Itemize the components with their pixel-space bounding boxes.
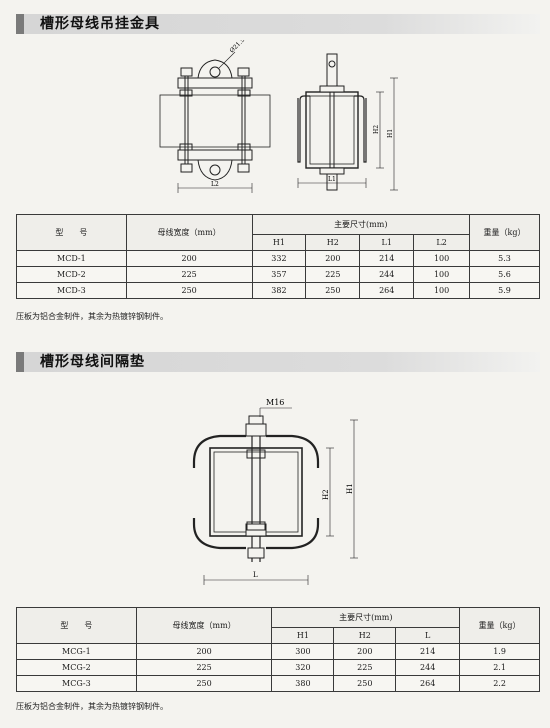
cell-weight: 5.3 <box>469 250 540 267</box>
cell-h1: 300 <box>271 643 335 660</box>
material-note: 压板为铝合金制件，其余为热镀锌钢制件。 <box>16 702 168 711</box>
hanger-drawing: Ø21.5 L2 L1 H2 H1 <box>159 40 398 193</box>
busbar-outline <box>159 94 271 148</box>
header-dims: 主要尺寸(mm) <box>271 607 461 628</box>
header-model: 型 号 <box>16 214 127 251</box>
section-marker <box>16 352 24 372</box>
cell-h1: 332 <box>251 250 307 267</box>
cell-l2: 100 <box>413 266 471 283</box>
cell-l: 244 <box>395 659 461 676</box>
cell-h2: 250 <box>333 675 397 692</box>
table-row: MCD-2 225 357 225 244 100 5.6 <box>16 266 540 283</box>
cell-h2: 250 <box>305 282 361 299</box>
cell-model: MCG-2 <box>16 659 137 676</box>
cell-h2: 200 <box>305 250 361 267</box>
header-weight: 重量（kg） <box>459 607 540 644</box>
material-note: 压板为铝合金制件，其余为热镀锌钢制件。 <box>16 312 168 321</box>
cell-h1: 380 <box>271 675 335 692</box>
cell-model: MCG-1 <box>16 643 137 660</box>
cell-model: MCD-3 <box>16 282 127 299</box>
cell-l: 264 <box>395 675 461 692</box>
cell-model: MCG-3 <box>16 675 137 692</box>
cell-weight: 5.9 <box>469 282 540 299</box>
cell-width: 200 <box>135 643 273 660</box>
cell-h1: 320 <box>271 659 335 676</box>
cell-weight: 5.6 <box>469 266 540 283</box>
cell-width: 250 <box>125 282 253 299</box>
section-header-hanger: 槽形母线吊挂金具 <box>16 14 540 34</box>
hanger-spec-table: 型 号 母线宽度（mm） 主要尺寸(mm) 重量（kg） H1 H2 L1 L2… <box>16 214 540 299</box>
cell-h2: 225 <box>333 659 397 676</box>
spacer-spec-table: 型 号 母线宽度（mm） 主要尺寸(mm) 重量（kg） H1 H2 L MCG… <box>16 607 540 692</box>
cell-l: 214 <box>395 643 461 660</box>
diameter-label: Ø21.5 <box>228 40 246 54</box>
header-l: L <box>395 627 461 644</box>
cell-width: 225 <box>135 659 273 676</box>
cell-l1: 244 <box>359 266 415 283</box>
cell-h2: 225 <box>305 266 361 283</box>
cell-weight: 2.2 <box>459 675 540 692</box>
header-model: 型 号 <box>16 607 137 644</box>
table-row: MCG-1 200 300 200 214 1.9 <box>16 643 540 660</box>
header-l1: L1 <box>359 234 415 251</box>
h1-label: H1 <box>387 129 394 138</box>
h1-label: H1 <box>346 483 354 494</box>
cell-model: MCD-2 <box>16 266 127 283</box>
section-marker <box>16 14 24 34</box>
cell-width: 200 <box>125 250 253 267</box>
cell-l1: 214 <box>359 250 415 267</box>
l-label: L <box>253 571 258 579</box>
h2-label: H2 <box>322 489 330 500</box>
section-title: 槽形母线吊挂金具 <box>40 16 160 32</box>
table-row: MCG-2 225 320 225 244 2.1 <box>16 659 540 676</box>
cell-h2: 200 <box>333 643 397 660</box>
table-row: MCG-3 250 380 250 264 2.2 <box>16 675 540 692</box>
l2-label: L2 <box>211 181 219 188</box>
header-h1: H1 <box>251 234 307 251</box>
header-dims: 主要尺寸(mm) <box>251 214 471 235</box>
cell-l2: 100 <box>413 282 471 299</box>
cell-h1: 382 <box>251 282 307 299</box>
header-h2: H2 <box>305 234 361 251</box>
cell-l2: 100 <box>413 250 471 267</box>
h2-label: H2 <box>373 125 380 134</box>
header-width: 母线宽度（mm） <box>125 214 253 251</box>
header-l2: L2 <box>413 234 471 251</box>
bolt-label: M16 <box>266 398 284 407</box>
section-header-spacer: 槽形母线间隔垫 <box>16 352 540 372</box>
table-row: MCD-3 250 382 250 264 100 5.9 <box>16 282 540 299</box>
cell-h1: 357 <box>251 266 307 283</box>
cell-weight: 2.1 <box>459 659 540 676</box>
cell-weight: 1.9 <box>459 643 540 660</box>
table-row: MCD-1 200 332 200 214 100 5.3 <box>16 250 540 267</box>
cell-width: 250 <box>135 675 273 692</box>
header-h2: H2 <box>333 627 397 644</box>
header-h1: H1 <box>271 627 335 644</box>
cell-model: MCD-1 <box>16 250 127 267</box>
section-title: 槽形母线间隔垫 <box>40 354 145 370</box>
header-width: 母线宽度（mm） <box>135 607 273 644</box>
l1-label: L1 <box>328 176 336 183</box>
cell-width: 225 <box>125 266 253 283</box>
header-weight: 重量（kg） <box>469 214 540 251</box>
cell-l1: 264 <box>359 282 415 299</box>
spacer-drawing: M16 H2 H1 L <box>192 398 358 585</box>
